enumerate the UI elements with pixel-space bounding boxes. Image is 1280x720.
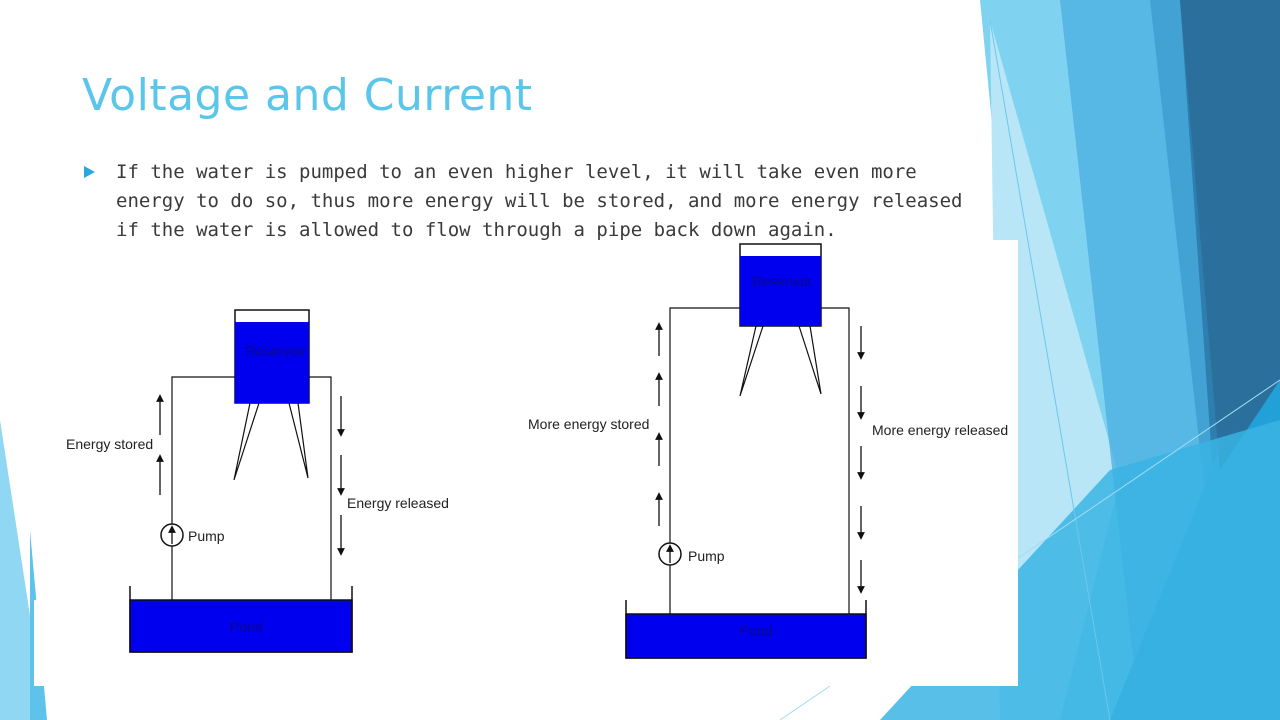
bullet-point: If the water is pumped to an even higher… [84, 158, 964, 245]
pump-label: Pump [688, 548, 725, 564]
more-energy-released-label: More energy released [872, 422, 1008, 438]
more-energy-stored-label: More energy stored [528, 416, 649, 432]
slide-title: Voltage and Current [82, 70, 533, 121]
pond: Pond [625, 600, 867, 659]
reservoir-tank: Reservoir [233, 309, 310, 481]
bullet-text: If the water is pumped to an even higher… [116, 161, 963, 241]
pond-label: Pond [230, 619, 263, 635]
pump-label: Pump [188, 528, 225, 544]
reservoir-label: Reservoir [752, 273, 812, 289]
pump-icon [160, 523, 184, 547]
energy-stored-label: Energy stored [66, 436, 153, 452]
diagram-higher-level: Pond Reservoir Pump More energy store [520, 238, 1020, 668]
pipe [669, 307, 850, 614]
reservoir-tank: Reservoir [739, 243, 822, 397]
diagram-normal-level: Pond Reservoir Pump Energy stored [60, 300, 460, 670]
energy-released-label: Energy released [347, 495, 449, 511]
pipe [171, 376, 332, 600]
reservoir-label: Reservoir [246, 343, 306, 359]
diagram-higher-level-svg: Pond Reservoir Pump More energy store [528, 243, 1008, 659]
diagram-normal-level-svg: Pond Reservoir Pump Energy stored [66, 309, 449, 653]
pump-icon [658, 542, 682, 566]
pond: Pond [129, 586, 353, 653]
bullet-arrow-icon [84, 166, 95, 178]
pond-label: Pond [740, 623, 773, 639]
